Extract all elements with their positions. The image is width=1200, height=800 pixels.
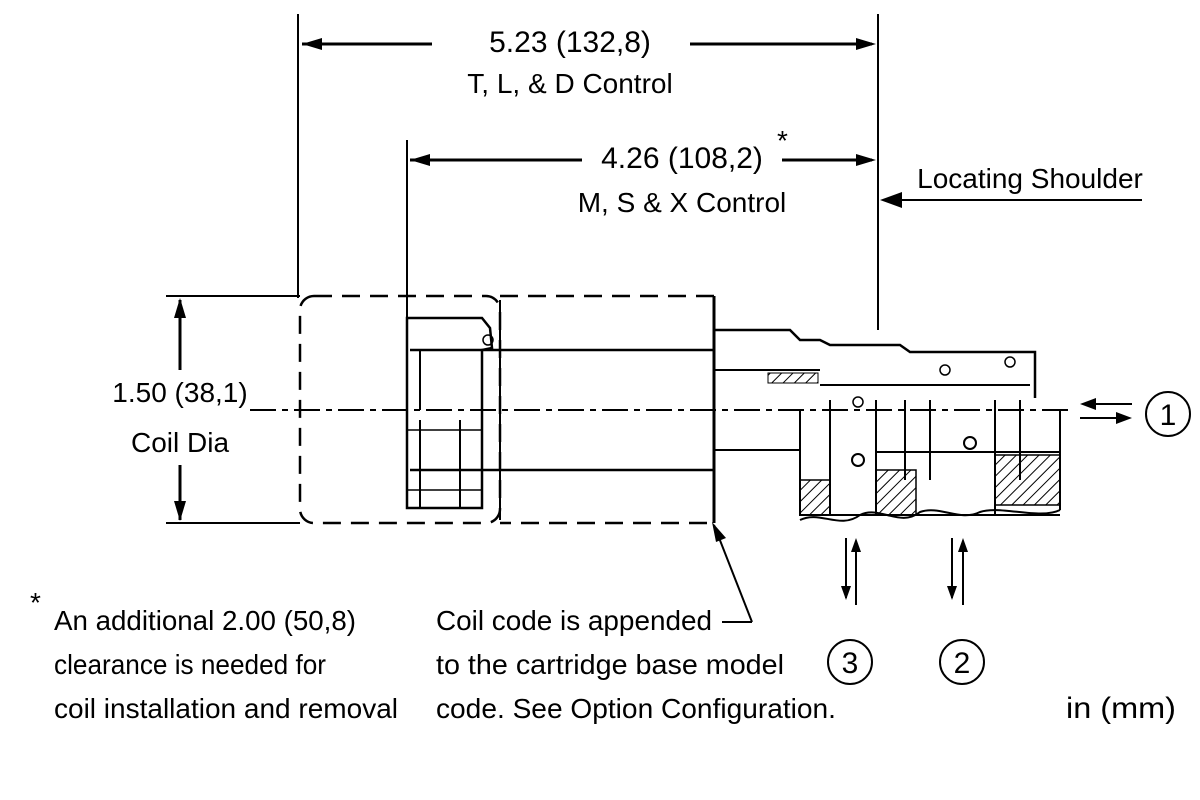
seal-ring bbox=[939, 364, 951, 376]
break-line bbox=[799, 509, 1061, 522]
arrowhead-icon bbox=[712, 522, 726, 542]
arrowhead-icon bbox=[856, 154, 876, 166]
hatched-section-icon bbox=[799, 479, 831, 516]
short-length-dimension: 4.26 (108,2) * M, S & X Control bbox=[406, 125, 876, 318]
cartridge-body bbox=[714, 328, 1061, 522]
port-2: 2 bbox=[939, 639, 985, 685]
note-line: to the cartridge base model bbox=[436, 649, 784, 680]
coil-code-leader bbox=[712, 522, 753, 623]
note-asterisk: * bbox=[30, 587, 41, 618]
port-circle-icon bbox=[1145, 391, 1191, 437]
seal-ring bbox=[851, 453, 865, 467]
cartridge-top-profile bbox=[714, 328, 1037, 398]
seal-ring bbox=[963, 436, 977, 450]
arrowhead-icon bbox=[851, 538, 861, 552]
arrowhead-icon bbox=[1116, 412, 1132, 424]
short-length-note: M, S & X Control bbox=[578, 187, 787, 218]
note-line: coil installation and removal bbox=[54, 693, 398, 724]
port-1: 1 bbox=[1145, 391, 1191, 437]
leader-line bbox=[713, 524, 753, 623]
hatched-section-icon bbox=[875, 469, 917, 516]
port-circle-icon bbox=[939, 639, 985, 685]
hatched-section-icon bbox=[767, 372, 819, 384]
units-label: in (mm) bbox=[1066, 692, 1176, 725]
hatched-section-icon bbox=[994, 454, 1061, 506]
locating-shoulder-callout: Locating Shoulder bbox=[880, 163, 1143, 208]
seal-ring bbox=[1004, 356, 1016, 368]
clearance-note: * An additional 2.00 (50,8) clearance is… bbox=[30, 587, 398, 724]
arrowhead-icon bbox=[880, 192, 902, 208]
short-length-value: 4.26 (108,2) bbox=[601, 142, 763, 175]
arrowhead-icon bbox=[174, 501, 186, 521]
arrowhead-icon bbox=[174, 298, 186, 318]
port-number: 1 bbox=[1160, 399, 1177, 432]
port-3: 3 bbox=[827, 639, 873, 685]
overall-length-dimension: 5.23 (132,8) T, L, & D Control bbox=[297, 14, 879, 330]
coil-dia-dimension: 1.50 (38,1) Coil Dia bbox=[112, 295, 300, 524]
short-length-asterisk: * bbox=[777, 125, 788, 156]
note-line: code. See Option Configuration. bbox=[436, 693, 836, 724]
coil-code-note: Coil code is appended to the cartridge b… bbox=[436, 605, 836, 724]
arrowhead-icon bbox=[1080, 398, 1096, 410]
note-line: Coil code is appended bbox=[436, 605, 712, 636]
arrowhead-icon bbox=[841, 586, 851, 600]
arrowhead-icon bbox=[947, 586, 957, 600]
overall-length-value: 5.23 (132,8) bbox=[489, 26, 651, 59]
nut-pin bbox=[482, 334, 494, 346]
note-line: clearance is needed for bbox=[54, 649, 326, 680]
coil-dia-value: 1.50 (38,1) bbox=[112, 377, 247, 408]
arrowhead-icon bbox=[958, 538, 968, 552]
arrowhead-icon bbox=[856, 38, 876, 50]
arrowhead-icon bbox=[302, 38, 322, 50]
port-number: 2 bbox=[954, 647, 971, 680]
coil-outline-right bbox=[500, 294, 716, 525]
flow-arrows-icon bbox=[841, 398, 1132, 605]
nut-detail bbox=[405, 316, 714, 510]
port-circle-icon bbox=[827, 639, 873, 685]
arrowhead-icon bbox=[410, 154, 430, 166]
coil-dia-label: Coil Dia bbox=[131, 427, 229, 458]
coil-body bbox=[298, 294, 716, 525]
port-number: 3 bbox=[842, 647, 859, 680]
seal-ring bbox=[852, 396, 864, 408]
overall-length-note: T, L, & D Control bbox=[467, 68, 672, 99]
locating-shoulder-label: Locating Shoulder bbox=[917, 163, 1143, 194]
note-line: An additional 2.00 (50,8) bbox=[54, 605, 356, 636]
